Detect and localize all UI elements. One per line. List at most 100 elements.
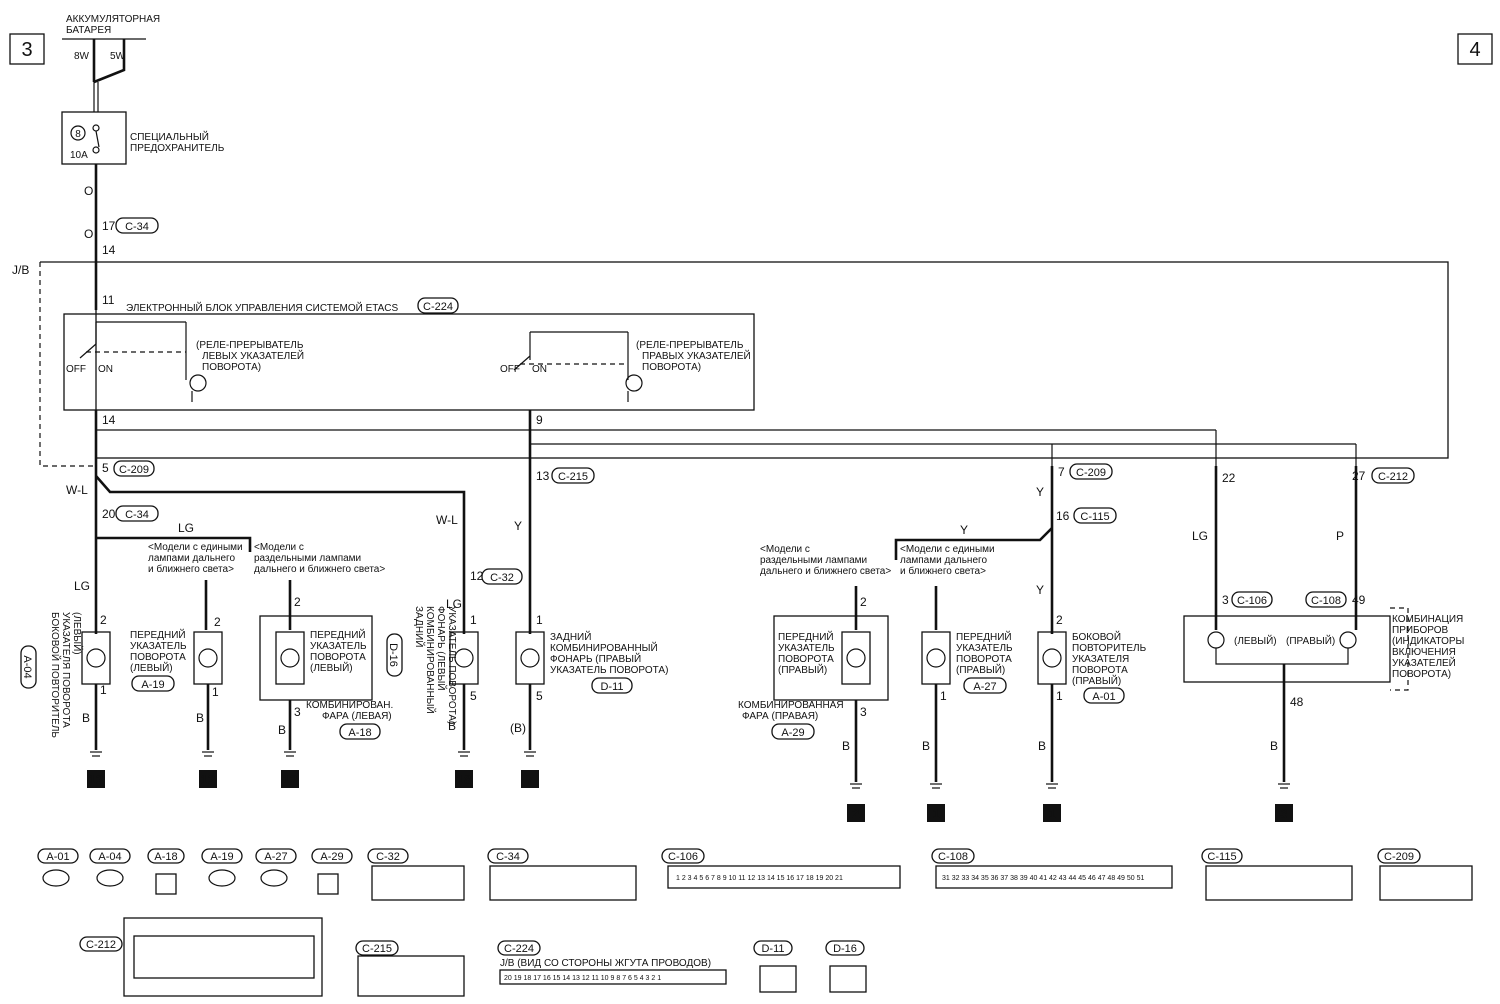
svg-text:(ЛЕВЫЙ): (ЛЕВЫЙ) xyxy=(310,661,353,674)
connector-tag-c34-top: C-34 xyxy=(115,217,159,234)
page-marker-left: 3 xyxy=(9,33,45,65)
svg-text:и ближнего света>: и ближнего света> xyxy=(900,565,986,577)
svg-text:раздельными лампами: раздельными лампами xyxy=(254,553,361,564)
svg-text:ПОВОРОТА: ПОВОРОТА xyxy=(1072,665,1128,676)
svg-text:C-34: C-34 xyxy=(125,221,149,233)
svg-text:27: 27 xyxy=(1352,469,1366,483)
svg-text:C-115: C-115 xyxy=(1207,851,1236,863)
svg-text:БАТАРЕЯ: БАТАРЕЯ xyxy=(66,25,111,36)
svg-text:(ЛЕВЫЙ): (ЛЕВЫЙ) xyxy=(130,661,173,674)
svg-text:лампами дальнего: лампами дальнего xyxy=(148,553,235,564)
svg-text:A-01: A-01 xyxy=(1092,691,1115,703)
lamp-front-right-headlamp: 2 3 B ПЕРЕДНИЙ УКАЗАТЕЛЬ ПОВОРОТА (ПРАВЫ… xyxy=(738,595,889,782)
svg-text:A-01: A-01 xyxy=(46,851,69,863)
svg-text:9: 9 xyxy=(536,413,543,427)
svg-text:B: B xyxy=(82,711,90,725)
svg-text:2: 2 xyxy=(1056,613,1063,627)
svg-text:12: 12 xyxy=(470,569,484,583)
svg-text:ЭЛЕКТРОННЫЙ БЛОК УПРАВЛЕНИЯ СИ: ЭЛЕКТРОННЫЙ БЛОК УПРАВЛЕНИЯ СИСТЕМОЙ ETA… xyxy=(126,301,399,314)
ground-1-a: 1 xyxy=(927,783,945,822)
svg-text:ПОВОРОТА): ПОВОРОТА) xyxy=(642,362,701,373)
svg-text:A-19: A-19 xyxy=(210,851,233,863)
lamp-rear-left: 1 5 B ЗАДНИЙ КОМБИНИРОВАННЫЙ ФОНАРЬ (ЛЕВ… xyxy=(386,606,479,750)
instrument-cluster: 3 C-106 C-108 49 (ЛЕВЫЙ) (ПРАВЫЙ) 48 B К… xyxy=(1183,591,1465,782)
svg-text:A-04: A-04 xyxy=(98,851,121,863)
svg-text:C-106: C-106 xyxy=(1237,595,1267,607)
svg-text:A-04: A-04 xyxy=(21,655,33,678)
svg-text:C-108: C-108 xyxy=(938,851,968,863)
svg-text:11: 11 xyxy=(102,293,115,307)
svg-text:Y: Y xyxy=(1036,583,1044,597)
svg-text:ФАРА (ЛЕВАЯ): ФАРА (ЛЕВАЯ) xyxy=(322,711,392,722)
svg-text:W-L: W-L xyxy=(436,513,458,527)
svg-text:W-L: W-L xyxy=(66,483,88,497)
svg-text:ПОВОРОТА): ПОВОРОТА) xyxy=(202,362,261,373)
svg-text:(ПРАВЫЙ): (ПРАВЫЙ) xyxy=(1286,634,1335,647)
svg-text:8W: 8W xyxy=(74,51,90,62)
svg-text:СПЕЦИАЛЬНЫЙ: СПЕЦИАЛЬНЫЙ xyxy=(130,130,209,143)
connector-tag-c215: C-215 xyxy=(551,467,595,484)
svg-text:ФАРА (ПРАВАЯ): ФАРА (ПРАВАЯ) xyxy=(742,711,818,722)
main-feed-wire: O 17 C-34 O 14 xyxy=(84,164,159,262)
svg-text:12: 12 xyxy=(201,772,215,787)
svg-text:3: 3 xyxy=(1280,806,1287,821)
svg-text:C-215: C-215 xyxy=(558,471,588,483)
svg-text:D-16: D-16 xyxy=(833,943,857,955)
svg-text:C-115: C-115 xyxy=(1080,511,1109,523)
svg-text:УКАЗАТЕЛЯ: УКАЗАТЕЛЯ xyxy=(1072,654,1129,665)
svg-text:LG: LG xyxy=(178,521,194,535)
svg-text:АККУМУЛЯТОРНАЯ: АККУМУЛЯТОРНАЯ xyxy=(66,14,160,25)
svg-text:(ПРАВЫЙ): (ПРАВЫЙ) xyxy=(778,663,827,676)
page-marker-right: 4 xyxy=(1457,33,1493,65)
connector-tag-a04: A-04 xyxy=(20,645,37,689)
ground-12-b: 12 xyxy=(199,751,217,788)
svg-text:C-32: C-32 xyxy=(490,572,514,584)
svg-text:D-16: D-16 xyxy=(387,643,399,667)
svg-text:ФОНАРЬ (ЛЕВЫЙ: ФОНАРЬ (ЛЕВЫЙ xyxy=(435,606,448,691)
svg-text:2: 2 xyxy=(100,613,107,627)
svg-text:дальнего и ближнего света>: дальнего и ближнего света> xyxy=(760,565,891,577)
svg-text:B: B xyxy=(1038,739,1046,753)
svg-text:УКАЗАТЕЛЬ ПОВОРОТА): УКАЗАТЕЛЬ ПОВОРОТА) xyxy=(550,665,668,676)
svg-text:10A: 10A xyxy=(70,150,88,161)
svg-text:ПОВОРОТА: ПОВОРОТА xyxy=(310,652,366,663)
svg-text:1 2 3 4 5 6 7 8 9 10 11 12 13: 1 2 3 4 5 6 7 8 9 10 11 12 13 14 15 16 1… xyxy=(676,875,843,882)
lamp-front-right: 1 B ПЕРЕДНИЙ УКАЗАТЕЛЬ ПОВОРОТА (ПРАВЫЙ)… xyxy=(921,630,1013,782)
svg-text:УКАЗАТЕЛЬ: УКАЗАТЕЛЬ xyxy=(130,641,187,652)
svg-text:ПОВОРОТА: ПОВОРОТА xyxy=(130,652,186,663)
connector-tag-c224: C-224 xyxy=(417,297,459,314)
svg-text:49: 49 xyxy=(1352,593,1366,607)
ground-3: 3 xyxy=(1275,783,1293,822)
svg-text:16: 16 xyxy=(1056,509,1070,523)
svg-text:УКАЗАТЕЛЬ ПОВОРОТА): УКАЗАТЕЛЬ ПОВОРОТА) xyxy=(446,606,457,724)
svg-text:B: B xyxy=(922,739,930,753)
svg-text:ФОНАРЬ (ПРАВЫЙ: ФОНАРЬ (ПРАВЫЙ xyxy=(550,652,641,665)
svg-text:1: 1 xyxy=(212,685,219,699)
svg-text:и ближнего света>: и ближнего света> xyxy=(148,563,234,575)
svg-text:J/B: J/B xyxy=(12,263,29,277)
svg-text:C-34: C-34 xyxy=(125,509,149,521)
svg-text:УКАЗАТЕЛЬ: УКАЗАТЕЛЬ xyxy=(310,641,367,652)
lamp-rear-right: 1 5 (B) ЗАДНИЙ КОМБИНИРОВАННЫЙ ФОНАРЬ (П… xyxy=(510,613,668,750)
svg-text:ЗАДНИЙ: ЗАДНИЙ xyxy=(550,630,591,643)
svg-text:ПЕРЕДНИЙ: ПЕРЕДНИЙ xyxy=(778,630,834,643)
svg-text:КОМБИНАЦИЯ: КОМБИНАЦИЯ xyxy=(1392,614,1463,625)
ground-7: 7 xyxy=(521,751,539,788)
svg-text:ON: ON xyxy=(532,364,547,375)
svg-text:<Модели с: <Модели с xyxy=(760,544,810,555)
svg-text:5: 5 xyxy=(470,689,477,703)
connector-tag-c106: C-106 xyxy=(1231,591,1273,608)
svg-text:C-209: C-209 xyxy=(1076,467,1106,479)
ground-2: 2 xyxy=(847,783,865,822)
svg-text:31 32 33 34 35 36 37 38 39 40: 31 32 33 34 35 36 37 38 39 40 41 42 43 4… xyxy=(942,875,1145,882)
svg-text:(ПРАВЫЙ): (ПРАВЫЙ) xyxy=(1072,674,1121,687)
svg-text:ЗАДНИЙ: ЗАДНИЙ xyxy=(413,606,426,647)
svg-text:КОМБИНИРОВАН.: КОМБИНИРОВАН. xyxy=(306,700,393,711)
fuse: 8 10A СПЕЦИАЛЬНЫЙ ПРЕДОХРАНИТЕЛЬ xyxy=(61,111,225,165)
svg-text:<Модели с едиными: <Модели с едиными xyxy=(148,542,243,553)
svg-text:2: 2 xyxy=(294,595,301,609)
svg-text:20: 20 xyxy=(102,507,116,521)
svg-text:OFF: OFF xyxy=(66,364,86,375)
svg-text:ВКЛЮЧЕНИЯ: ВКЛЮЧЕНИЯ xyxy=(1392,647,1456,658)
connector-tag-d16: D-16 xyxy=(386,633,403,677)
